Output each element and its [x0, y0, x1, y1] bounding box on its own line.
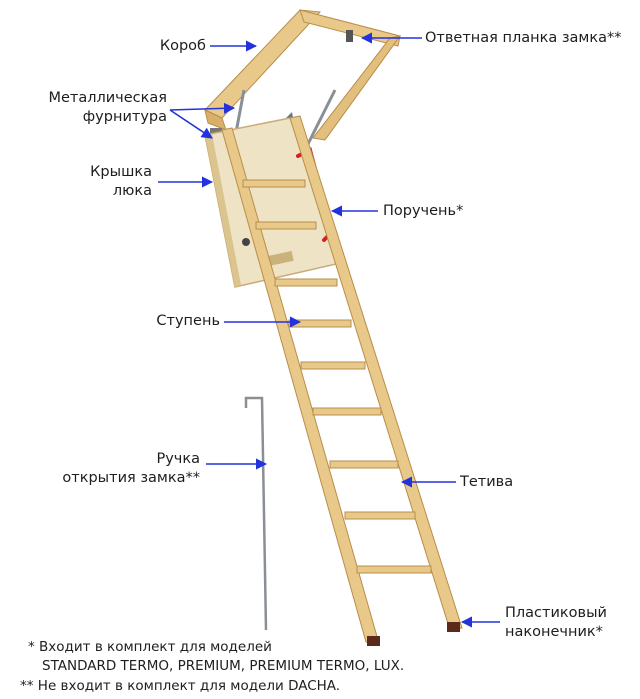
label-step: Ступень	[156, 313, 220, 329]
label-hatch-line1: Крышка	[90, 164, 152, 180]
label-hardware-line2: фурнитура	[82, 109, 167, 125]
label-strike-plate: Ответная планка замка**	[425, 30, 622, 46]
arrow-hardware-1	[169, 102, 236, 114]
plastic-tips	[367, 622, 460, 646]
label-hatch: Крышка люка	[90, 163, 152, 201]
label-handle-line2: открытия замка**	[62, 470, 200, 486]
label-hardware: Металлическая фурнитура	[48, 89, 167, 127]
label-tip-line2: наконечник*	[505, 624, 603, 640]
callout-arrows	[158, 32, 500, 628]
label-tip-line1: Пластиковый	[505, 605, 607, 621]
lock-handle-rod	[244, 396, 268, 631]
label-handle-line1: Ручка	[156, 451, 200, 467]
label-tip: Пластиковый наконечник*	[505, 604, 607, 642]
frame-box	[204, 9, 402, 141]
label-stringer: Тетива	[460, 474, 514, 490]
ladder-stringers	[221, 115, 463, 643]
label-handrail: Поручень*	[383, 203, 464, 219]
footnote-1-line2: STANDARD TERMO, PREMIUM, PREMIUM TERMO, …	[42, 658, 405, 674]
ladder-steps	[242, 179, 432, 574]
footnote-2: ** Не входит в комплект для модели DACHA…	[20, 678, 341, 694]
label-handle: Ручка открытия замка**	[62, 450, 200, 488]
label-hardware-line1: Металлическая	[48, 90, 167, 106]
arrow-hardware-2	[169, 109, 213, 139]
footnote-1-line1: * Входит в комплект для моделей	[28, 639, 272, 655]
label-korob: Короб	[159, 38, 206, 54]
label-hatch-line2: люка	[112, 183, 152, 199]
